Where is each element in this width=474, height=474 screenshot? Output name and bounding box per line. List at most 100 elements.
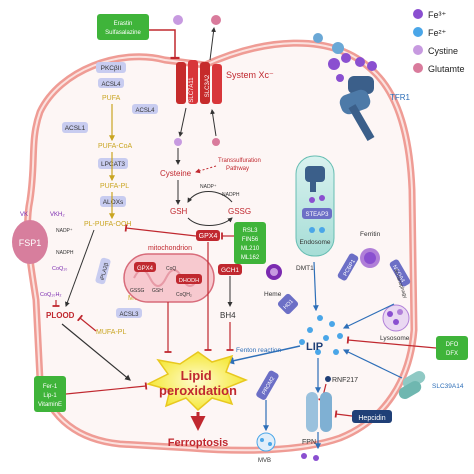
fe-dot-endo-1 — [309, 197, 315, 203]
alox-label: ALOXs — [103, 199, 124, 206]
dhodh-label: DHODH — [179, 278, 199, 284]
nadph-fsp-label: NADPH — [56, 250, 74, 256]
gssg-to-gsh-arc — [187, 191, 233, 203]
dfo-box — [436, 336, 468, 360]
dhodh-box — [176, 274, 202, 284]
ferroptosis-label: Ferroptosis — [168, 437, 229, 449]
cystine-legend-icon — [413, 45, 423, 55]
gssg-label: GSSG — [228, 207, 251, 216]
erastin-box — [97, 14, 149, 40]
bh4-label: BH4 — [220, 311, 236, 320]
cystine-legend-label: Cystine — [428, 46, 458, 56]
heme-label: Heme — [264, 291, 282, 298]
pkcb2-box — [96, 62, 126, 73]
exported-iron-2 — [313, 455, 319, 461]
ncoa4-box — [389, 259, 411, 287]
alox-box — [100, 196, 126, 207]
gssg-mito-label: GSSG — [130, 288, 145, 294]
acsl1-label: ACSL1 — [65, 125, 86, 132]
dmt1-label: DMT1 — [296, 265, 314, 272]
glutamate-legend-label: Glutamte — [428, 64, 465, 74]
acsl1-box — [62, 122, 88, 133]
pl-pufa-ooh-label: PL-PUFA-OOH — [84, 221, 131, 228]
mitochondrion-label: mitochondrion — [148, 245, 192, 252]
pufa-coa-label: PUFA-CoA — [98, 143, 133, 150]
cystine-top — [173, 15, 183, 25]
slc39a14-transporter — [398, 371, 426, 399]
acsl4-mid-label: ACSL4 — [135, 108, 155, 114]
tfr1-receptor — [313, 33, 377, 142]
slc39a14-to-lip — [342, 349, 403, 379]
erastin-label: Erastin — [114, 21, 133, 27]
fe-dot-endo-3 — [309, 227, 315, 233]
gpx4-inhibit-ploolh — [124, 224, 197, 237]
fin56-label: FIN56 — [242, 237, 259, 243]
gsh-to-gssg-arc — [187, 217, 233, 226]
rsl3-box — [234, 222, 266, 264]
system-xc-label: System Xc⁻ — [226, 70, 274, 80]
fpn-transporter — [306, 392, 332, 432]
cystine-in-arrow — [178, 107, 187, 137]
fsp1-label: FSP1 — [19, 238, 42, 248]
cystine-in — [174, 138, 182, 146]
mufa-pl-label: MUFA-PL — [96, 329, 126, 336]
hepcidin-box — [352, 410, 392, 423]
ipla2b-box — [95, 257, 111, 285]
peroxidation-line: peroxidation — [159, 383, 237, 398]
fsp1-protein — [12, 220, 48, 264]
transsulfuration-arrow — [195, 165, 217, 174]
transsulfuration-label: Transsulfuration Pathway — [218, 158, 262, 172]
dfo-inhibit-line — [346, 336, 437, 349]
ml210-label: ML210 — [241, 246, 260, 252]
pcbp1-box — [337, 253, 359, 281]
gsh-mito-label: GSH — [152, 288, 163, 294]
gpx4-mito-box — [134, 262, 156, 272]
lpcat3-label: LPCAT3 — [101, 161, 125, 168]
ferritin-to-lip-arrow — [342, 303, 395, 329]
glutamate-top — [211, 15, 221, 25]
lip-label: LIP — [306, 341, 323, 353]
transsulfuration-line-1: Transsulfuration — [218, 158, 261, 164]
slc3a2-label: SLC3A2 — [205, 74, 211, 97]
nadph-gs-label: NADPH — [222, 192, 240, 198]
mvb-label: MVB — [258, 458, 271, 464]
steap3-box — [302, 208, 332, 219]
nadp-gs-label: NADP⁺ — [200, 184, 217, 190]
lysosome-label: Lysosome — [380, 335, 410, 342]
rnf217-icon — [325, 376, 331, 382]
rnf217-label: RNF217 — [332, 377, 358, 384]
ferritin-icon — [360, 248, 380, 268]
glutamate-out-arrow — [209, 27, 216, 61]
gch1-box — [218, 264, 242, 275]
pufa-label: PUFA — [102, 95, 121, 102]
acsl3-label: ACSL3 — [119, 312, 139, 318]
tfr1-label: TFR1 — [390, 93, 411, 102]
coq10-label: CoQ₁₀ — [52, 266, 67, 272]
endosome-label: Endosome — [299, 239, 330, 246]
coq10h2-label: CoQ₁₀H₂ — [40, 292, 62, 298]
nadp-plus-fsp-label: NADP⁺ — [56, 228, 73, 234]
ipla2b-label: iPLA2β — [100, 262, 110, 281]
pkcb2-label: PKCβII — [101, 65, 122, 72]
acsl4-mid-box — [132, 104, 158, 114]
gch1-label: GCH1 — [221, 267, 239, 274]
lpcat3-box — [98, 158, 128, 169]
heme-icon — [266, 264, 282, 280]
pl-pufa-ooh-to-plood — [65, 229, 95, 307]
vk-label: VK — [20, 212, 28, 218]
coq-mito-label: CoQ — [166, 266, 176, 272]
gpx4-box — [196, 230, 220, 241]
slc7a11-label: SLC7A11 — [189, 77, 195, 103]
dfx-label: DFX — [446, 351, 458, 357]
cysteine-label: Cysteine — [160, 169, 192, 178]
fe3-legend-label: Fe³⁺ — [428, 10, 447, 20]
mvb-icon — [256, 432, 276, 452]
glutamate-legend-icon — [413, 63, 423, 73]
acsl4-top-label: ACSL4 — [101, 82, 121, 88]
slc39a14-label: SLC39A14 — [432, 383, 464, 390]
lipid-peroxidation-label: Lipid peroxidation — [159, 368, 237, 398]
transsulfuration-line-2: Pathway — [226, 166, 249, 172]
rsl3-label: RSL3 — [242, 228, 258, 234]
endosome-receptor — [305, 166, 325, 192]
